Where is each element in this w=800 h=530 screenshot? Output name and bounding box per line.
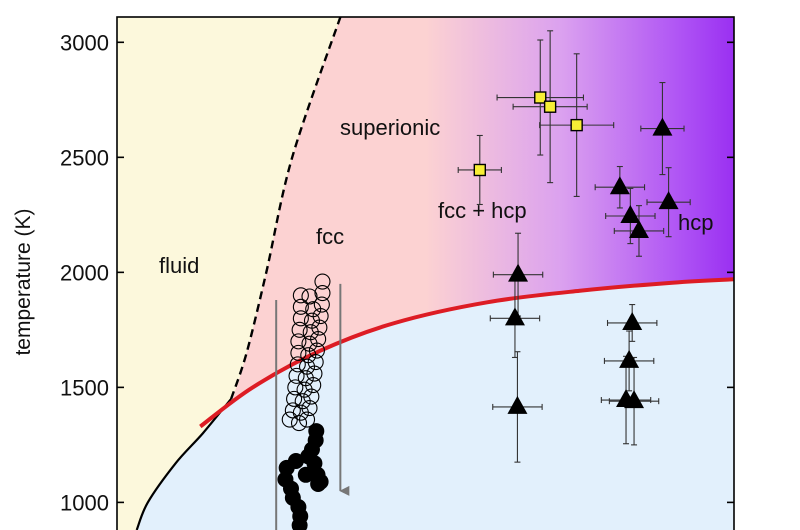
square-marker xyxy=(473,163,486,177)
filled-circle-marker xyxy=(287,452,304,469)
region-label-hcp: hcp xyxy=(678,210,713,235)
filled-circle-marker xyxy=(308,423,325,440)
open-circle-marker xyxy=(287,379,304,396)
y-axis-ticks: 1000 1500 2000 2500 3000 xyxy=(60,30,734,515)
triangle-marker xyxy=(624,390,645,409)
open-circle-marker xyxy=(286,390,303,407)
open-circle-marker xyxy=(292,298,309,315)
boundary-layer xyxy=(135,17,734,530)
filled-circle-marker xyxy=(297,466,314,483)
open-circle-marker xyxy=(290,333,307,350)
marker-layer xyxy=(277,91,679,530)
open-circle-marker xyxy=(308,342,325,359)
fluid-region xyxy=(117,17,341,530)
open-circle-marker xyxy=(290,344,307,361)
y-tick-label: 2500 xyxy=(60,145,109,170)
open-circle-marker xyxy=(311,319,328,336)
open-circle-marker xyxy=(307,354,324,371)
open-circle-marker xyxy=(291,321,308,338)
plot-frame xyxy=(116,16,735,530)
square-marker xyxy=(534,91,547,104)
region-label-fcc-hcp: fcc + hcp xyxy=(438,198,527,223)
open-circle-marker xyxy=(289,356,306,373)
region-layer xyxy=(117,17,734,530)
triangle-marker xyxy=(507,395,528,414)
melting-curve-dashed xyxy=(229,17,342,400)
filled-circle-marker xyxy=(291,517,308,530)
open-circle-marker xyxy=(305,377,322,394)
region-label-superionic: superionic xyxy=(340,115,440,140)
open-circle-marker xyxy=(301,400,318,417)
open-circle-marker xyxy=(290,414,308,432)
superionic-region xyxy=(200,17,734,427)
y-tick-label: 1000 xyxy=(60,490,109,515)
triangle-marker xyxy=(619,349,640,368)
open-circle-marker xyxy=(303,388,320,405)
open-circle-marker xyxy=(296,381,313,398)
triangle-marker xyxy=(508,263,529,282)
y-tick-label: 3000 xyxy=(60,30,109,55)
triangle-marker xyxy=(609,176,630,195)
open-circle-marker xyxy=(310,331,327,348)
open-circle-marker xyxy=(312,308,329,325)
triangle-marker xyxy=(622,311,643,330)
triangle-marker xyxy=(658,191,679,210)
open-circle-marker xyxy=(301,288,318,305)
arrow-layer xyxy=(275,283,350,530)
triangle-marker xyxy=(628,219,649,238)
square-marker xyxy=(570,118,583,132)
superionic-boundary-curve xyxy=(199,277,734,429)
open-circle-marker xyxy=(288,367,305,384)
filled-circle-marker xyxy=(310,475,327,492)
open-circle-marker xyxy=(292,310,309,327)
open-circle-marker xyxy=(306,365,323,382)
open-circle-marker xyxy=(314,285,331,302)
triangle-marker xyxy=(620,204,641,223)
y-axis-label: temperature (K) xyxy=(12,208,35,355)
open-circle-marker xyxy=(313,296,330,313)
triangle-marker xyxy=(504,307,525,326)
plot-area xyxy=(117,17,734,530)
y-tick-label: 1500 xyxy=(60,375,109,400)
y-tick-label: 2000 xyxy=(60,260,109,285)
open-circle-marker xyxy=(294,393,311,410)
region-label-fcc: fcc xyxy=(316,224,344,249)
square-marker xyxy=(543,100,557,113)
triangle-marker xyxy=(652,117,673,136)
open-circle-marker xyxy=(292,287,309,304)
open-circle-marker xyxy=(314,273,331,290)
region-label-fluid: fluid xyxy=(159,253,199,278)
region-labels: fluid fcc superionic fcc + hcp hcp xyxy=(159,115,713,278)
melting-curve xyxy=(135,398,232,530)
open-circle-marker xyxy=(298,411,316,428)
